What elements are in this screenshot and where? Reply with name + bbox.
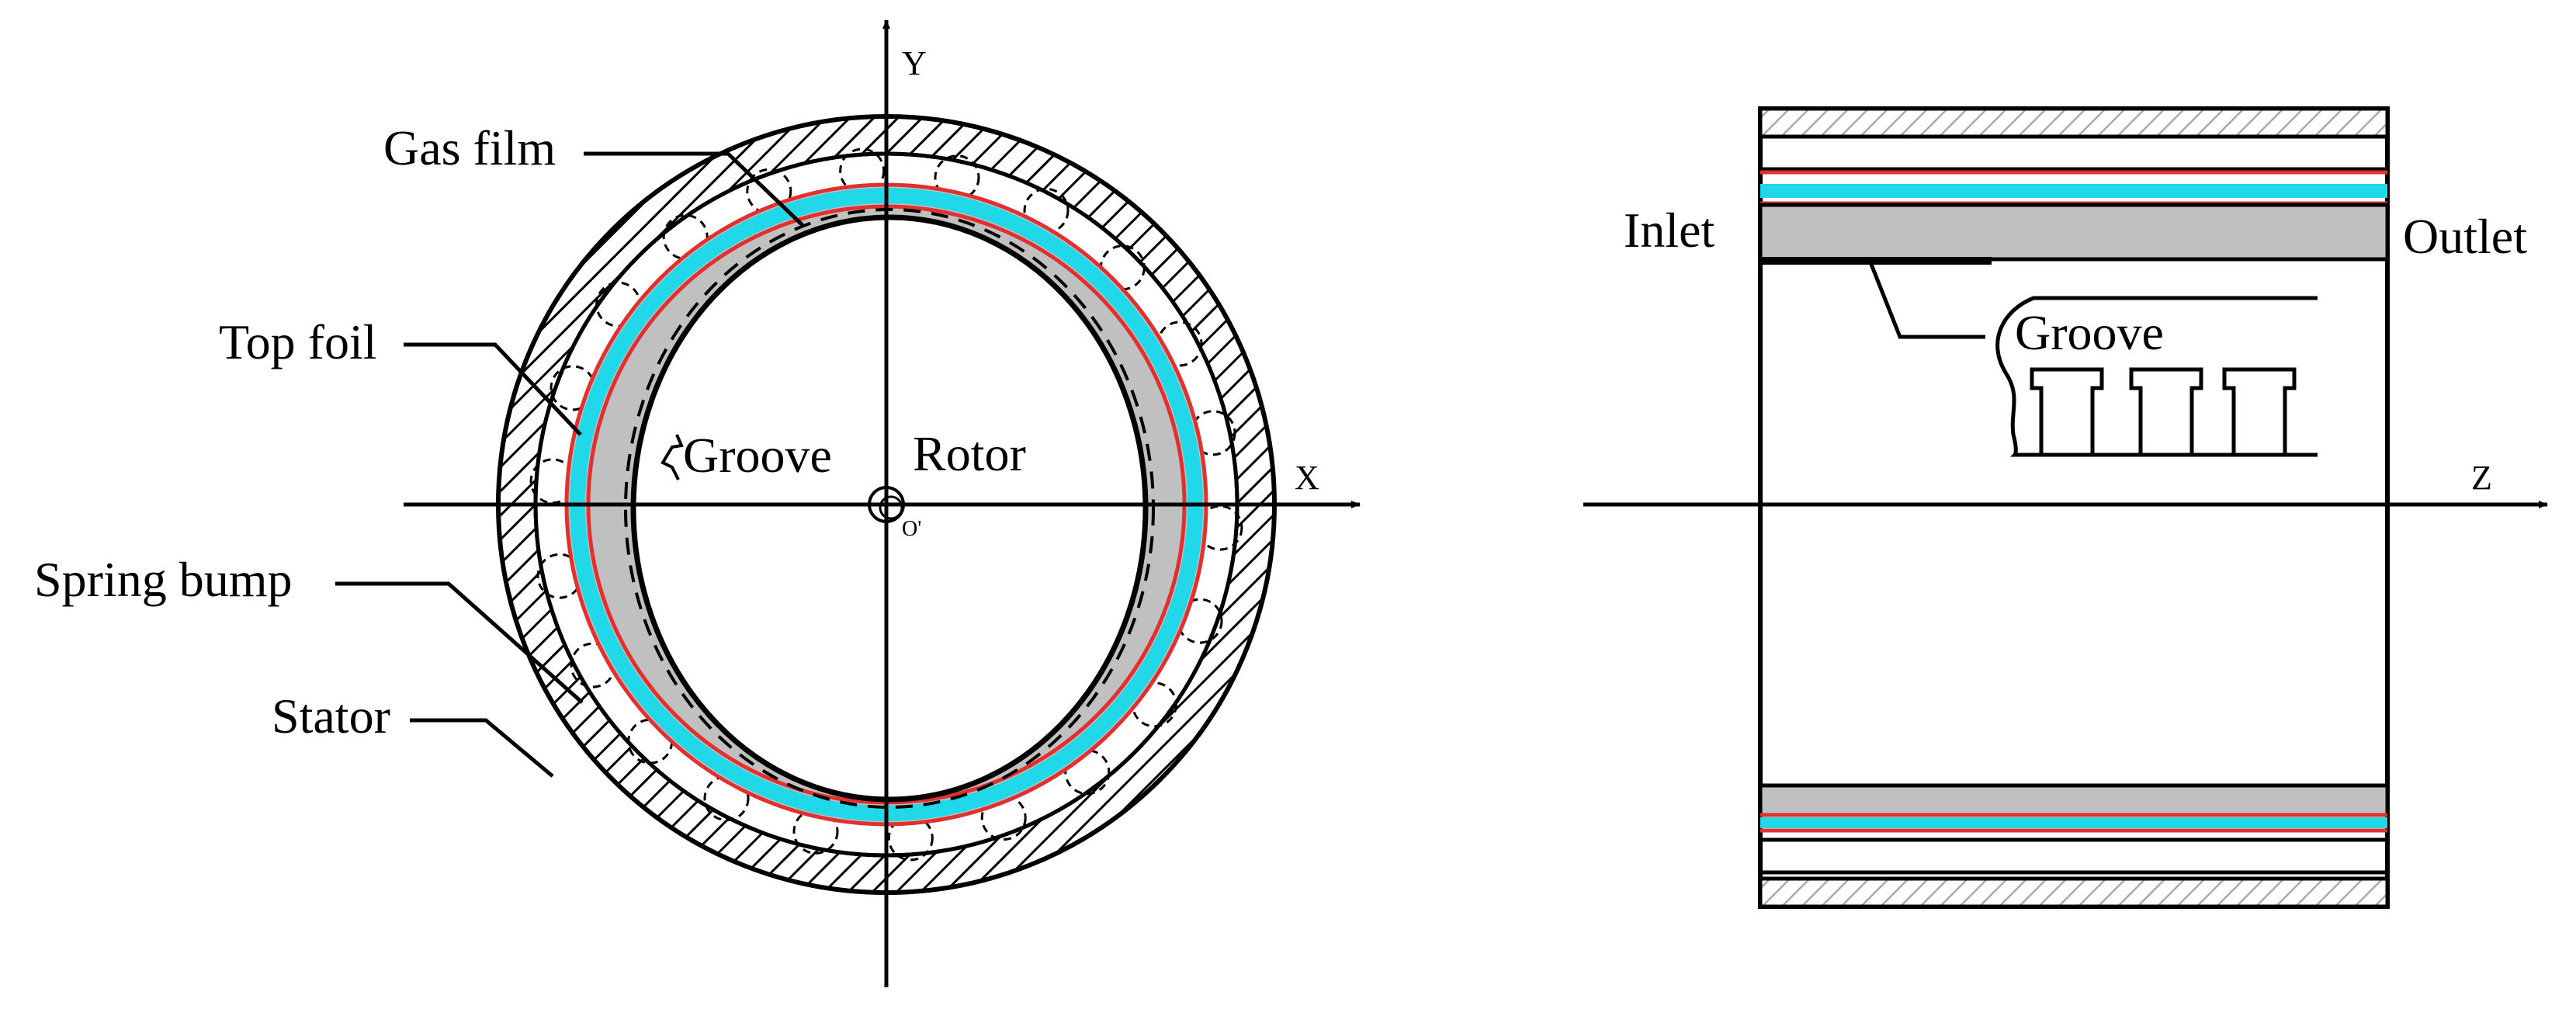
groove-profile — [2030, 367, 2104, 455]
groove-callout — [1995, 296, 2318, 457]
spring-bump-leader — [335, 581, 584, 704]
gas-film-leader — [584, 151, 806, 228]
groove-leader-left — [660, 434, 684, 480]
groove-profile — [2222, 367, 2297, 455]
spring-bump — [1064, 749, 1111, 796]
gas-film-label: Gas film — [383, 120, 556, 175]
top-foil-leader — [404, 342, 582, 436]
groove-profile — [2129, 367, 2203, 455]
z-axis-label: Z — [2471, 459, 2492, 497]
rotor-label: Rotor — [913, 426, 1026, 481]
stator-strip-top — [1758, 106, 2390, 139]
stator-leader — [410, 718, 554, 778]
groove-leader-right — [1868, 262, 1985, 339]
inlet-label: Inlet — [1624, 203, 1715, 258]
axial-view: Z Inlet Outlet Groove — [1583, 106, 2548, 909]
top-foil-label: Top foil — [219, 314, 377, 369]
origin-label: O' — [902, 517, 921, 541]
groove-label-right: Groove — [2015, 305, 2164, 360]
spring-bump — [887, 815, 934, 862]
spring-bump — [980, 795, 1027, 841]
spring-bump — [703, 775, 750, 822]
spring-bump-label: Spring bump — [34, 552, 292, 607]
y-axis-label: Y — [902, 44, 927, 82]
spring-bump — [792, 808, 839, 855]
gas-film-strip-top — [1758, 203, 2390, 262]
origin-marker — [868, 486, 905, 523]
stator-strip-bottom — [1758, 876, 2390, 909]
groove-profiles — [2030, 367, 2297, 455]
outlet-label: Outlet — [2403, 209, 2527, 264]
groove-label-left: Groove — [683, 428, 832, 483]
x-axis-label: X — [1295, 459, 1319, 497]
cross-section-view: X Y O' Gas film Top foil Spring bump Sta… — [34, 19, 1361, 987]
stator-label: Stator — [272, 688, 390, 744]
rotor-surface — [630, 214, 1149, 803]
groove-outline — [624, 208, 1155, 809]
gas-film-strip-bottom — [1758, 783, 2390, 817]
